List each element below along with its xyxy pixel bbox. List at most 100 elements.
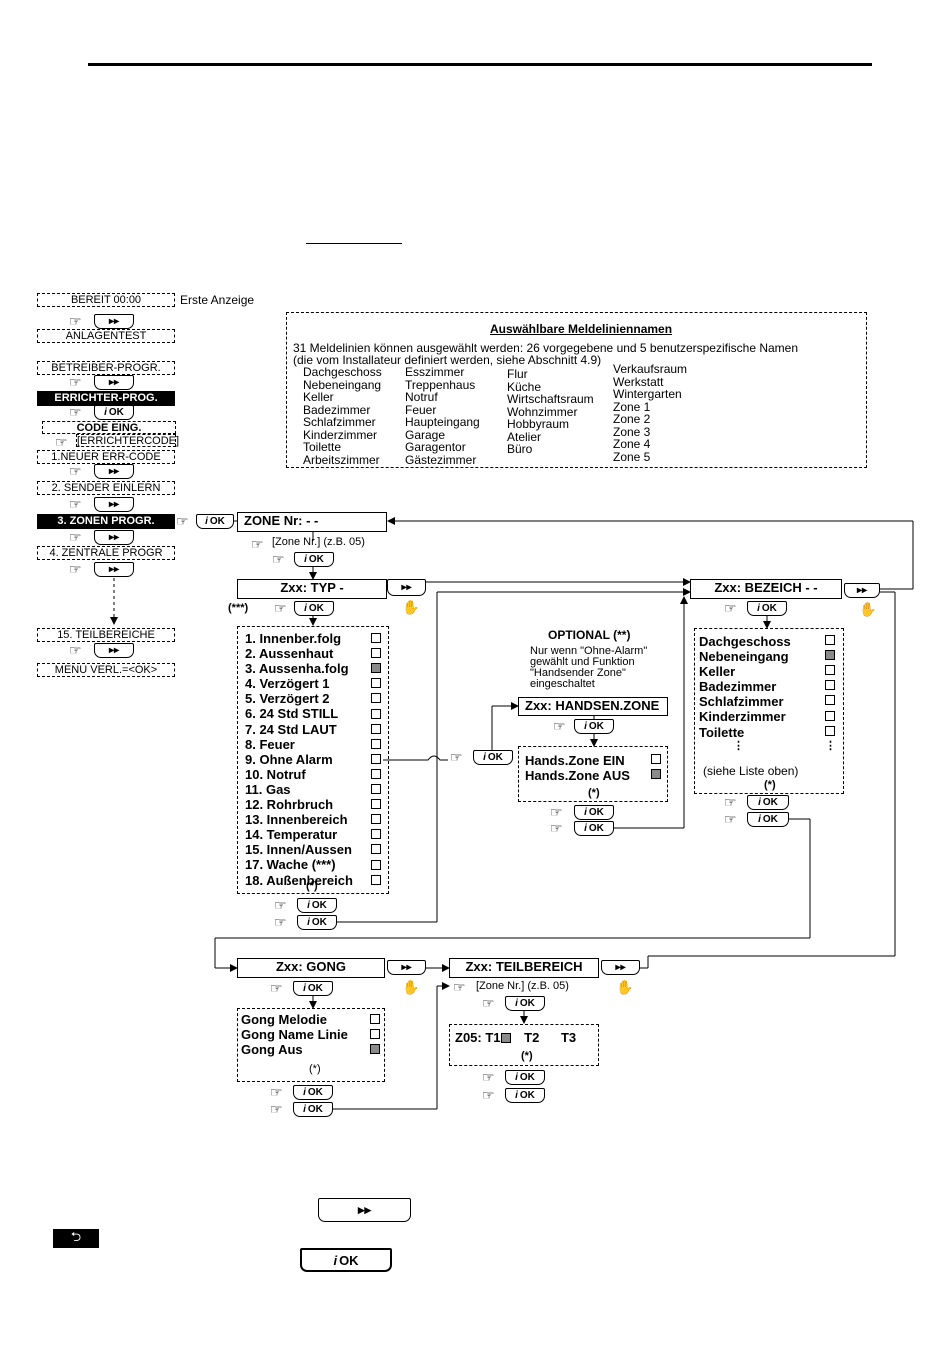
option-checkbox[interactable] [371, 768, 381, 779]
menu-item-code-eing[interactable]: CODE EING. [42, 421, 176, 434]
option-label[interactable]: Badezimmer [699, 679, 777, 695]
option-checkbox[interactable] [371, 844, 381, 855]
next-key[interactable]: ▸▸ [94, 497, 134, 512]
option-label[interactable]: 3. Aussenha.folg [245, 661, 349, 677]
next-key[interactable]: ▸▸ [94, 530, 134, 545]
option-label[interactable]: Keller [699, 664, 736, 680]
option-label[interactable]: Schlafzimmer [699, 694, 784, 710]
option-checkbox[interactable] [371, 693, 381, 704]
option-label[interactable]: 7. 24 Std LAUT [245, 721, 337, 737]
next-key[interactable]: ▸▸ [844, 583, 880, 598]
option-checkbox[interactable] [371, 648, 381, 659]
next-key[interactable]: ▸▸ [94, 562, 134, 577]
menu-item-zentrale-progr[interactable]: 4. ZENTRALE PROGR [37, 546, 175, 560]
option-label[interactable]: 10. Notruf [245, 766, 306, 782]
option-checkbox[interactable] [651, 769, 661, 780]
option-checkbox[interactable] [371, 663, 381, 674]
option-label[interactable]: 13. Innenbereich [245, 812, 348, 828]
option-checkbox[interactable] [651, 754, 661, 764]
option-checkbox[interactable] [371, 784, 381, 794]
option-label[interactable]: 15. Innen/Aussen [245, 842, 352, 858]
next-key[interactable]: ▸▸ [94, 375, 134, 390]
option-label[interactable]: 2. Aussenhaut [245, 646, 334, 662]
option-checkbox[interactable] [371, 678, 381, 689]
next-key[interactable]: ▸▸ [387, 960, 426, 975]
menu-item-betreiber[interactable]: BETREIBER-PROGR. [37, 361, 175, 375]
option-checkbox[interactable] [825, 725, 835, 736]
option-label[interactable]: 1. Innenber.folg [245, 631, 342, 646]
option-label[interactable]: Gong Name Linie [241, 1027, 348, 1043]
menu-item-menu-verl[interactable]: MENU VERL.=<OK> [37, 663, 175, 677]
menu-item-zonen-progr[interactable]: 3. ZONEN PROGR. [37, 514, 175, 529]
option-checkbox[interactable] [371, 708, 381, 719]
option-label[interactable]: Gong Melodie [241, 1012, 327, 1027]
option-checkbox[interactable] [371, 723, 381, 734]
option-checkbox[interactable] [371, 633, 381, 643]
menu-item-errichter[interactable]: ERRICHTER-PROG. [37, 391, 175, 406]
option-checkbox[interactable] [370, 1029, 380, 1040]
option-label[interactable]: 6. 24 Std STILL [245, 706, 339, 722]
option-label[interactable]: 14. Temperatur [245, 827, 338, 843]
teil-t2-label[interactable]: T2 [524, 1030, 540, 1045]
next-key[interactable]: ▸▸ [601, 960, 640, 975]
menu-item-bereit[interactable]: BEREIT 00:00 [37, 293, 175, 307]
menu-item-anlagentest[interactable]: ANLAGENTEST [37, 329, 175, 343]
option-label[interactable]: Hands.Zone EIN [525, 753, 625, 768]
option-checkbox[interactable] [825, 680, 835, 691]
option-label[interactable]: 4. Verzögert 1 [245, 676, 330, 692]
option-checkbox[interactable] [825, 710, 835, 721]
option-checkbox[interactable] [825, 635, 835, 645]
option-checkbox[interactable] [825, 665, 835, 676]
option-checkbox[interactable] [371, 738, 381, 749]
option-label[interactable]: Nebeneingang [699, 649, 789, 665]
option-checkbox[interactable] [370, 1044, 380, 1055]
option-checkbox[interactable] [370, 1014, 380, 1024]
menu-item-sender-einlern[interactable]: 2. SENDER EINLERN [37, 481, 175, 495]
errichtercode-input[interactable]: [ERRICHTERCODE] [76, 434, 180, 447]
option-label[interactable]: Gong Aus [241, 1042, 303, 1058]
option-label[interactable]: Kinderzimmer [699, 709, 786, 725]
next-key[interactable]: ▸▸ [387, 579, 426, 596]
option-label[interactable]: 17. Wache (***) [245, 857, 336, 873]
option-checkbox[interactable] [371, 799, 381, 810]
option-checkbox[interactable] [825, 650, 835, 661]
menu-item-neuer-err-code[interactable]: 1.NEUER ERR-CODE [37, 450, 175, 464]
option-label[interactable]: 18. Außenbereich [245, 872, 353, 888]
option-label[interactable]: 11. Gas [245, 781, 291, 797]
option-checkbox[interactable] [371, 753, 381, 764]
option-checkbox[interactable] [371, 814, 381, 825]
option-label[interactable]: 8. Feuer [245, 736, 295, 752]
option-label[interactable]: 9. Ohne Alarm [245, 751, 333, 767]
option-checkbox[interactable] [371, 829, 381, 840]
option-label[interactable]: 12. Rohrbruch [245, 797, 334, 813]
option-label[interactable]: Toilette [699, 724, 745, 740]
option-label[interactable]: 5. Verzögert 2 [245, 691, 330, 707]
next-key-legend[interactable]: ▸▸ [318, 1198, 411, 1222]
option-checkbox[interactable] [371, 874, 381, 885]
menu-item-teilbereiche[interactable]: 15. TEILBEREICHE [37, 628, 175, 642]
teil-t3-label[interactable]: T3 [560, 1030, 577, 1045]
option-checkbox[interactable] [371, 859, 381, 870]
option-label[interactable]: Dachgeschoss [699, 634, 791, 649]
option-checkbox[interactable] [825, 695, 835, 706]
option-label[interactable]: Hands.Zone AUS [525, 768, 630, 784]
next-key[interactable]: ▸▸ [94, 643, 134, 658]
